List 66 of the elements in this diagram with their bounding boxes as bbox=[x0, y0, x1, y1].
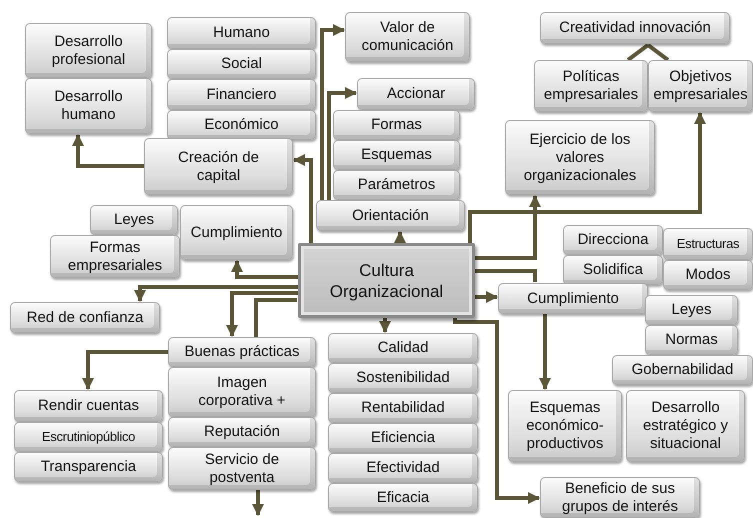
concept-box: Parámetros bbox=[333, 170, 460, 200]
arrow bbox=[320, 24, 345, 200]
concept-box: Esquemas bbox=[333, 140, 460, 170]
concept-box: Normas bbox=[645, 325, 738, 355]
concept-box: Eficiencia bbox=[328, 423, 478, 453]
arrow bbox=[539, 314, 551, 390]
arrow bbox=[468, 112, 706, 243]
concept-box: Rentabilidad bbox=[328, 393, 478, 423]
connector-line bbox=[626, 43, 650, 62]
concept-box: Imagen corporativa + bbox=[168, 367, 316, 417]
concept-box: Eficacia bbox=[328, 483, 478, 512]
arrow bbox=[475, 291, 498, 303]
concept-box: Leyes bbox=[90, 205, 178, 235]
arrow bbox=[379, 318, 391, 333]
arrow bbox=[82, 350, 168, 390]
concept-box: Red de confianza bbox=[10, 302, 160, 333]
concept-box: Financiero bbox=[167, 79, 316, 110]
concept-box: Desarrollo profesional bbox=[25, 23, 152, 78]
connector-line bbox=[475, 269, 537, 282]
connector-line bbox=[254, 298, 297, 337]
arrow bbox=[453, 318, 540, 504]
concept-box: Direcciona bbox=[563, 225, 663, 255]
concept-box: Solidifica bbox=[563, 255, 663, 285]
concept-box: Cumplimiento bbox=[498, 283, 648, 314]
concept-box: Creatividad innovación bbox=[540, 12, 730, 44]
concept-box: Formas bbox=[333, 110, 460, 140]
concept-box: Esquemas económico-productivos bbox=[508, 390, 622, 462]
concept-box: Reputación bbox=[168, 417, 316, 447]
concept-box: Humano bbox=[167, 17, 316, 49]
concept-box: Modos bbox=[663, 260, 753, 290]
concept-box: Efectividad bbox=[328, 453, 478, 483]
concept-box: Transparencia bbox=[14, 452, 163, 482]
concept-box: Social bbox=[167, 49, 316, 79]
concept-box: Desarrollo humano bbox=[25, 78, 152, 134]
concept-box: Orientación bbox=[316, 200, 465, 231]
arrow bbox=[293, 154, 313, 243]
concept-box: Sostenibilidad bbox=[328, 363, 478, 393]
arrow bbox=[327, 87, 357, 200]
arrow bbox=[134, 285, 298, 302]
arrow bbox=[252, 490, 264, 516]
concept-box: Rendir cuentas bbox=[14, 390, 163, 422]
concept-box: Objetivos empresariales bbox=[648, 60, 753, 112]
concept-box: Beneficio de sus grupos de interés bbox=[540, 477, 700, 518]
arrow bbox=[394, 231, 406, 243]
concept-box: Económico bbox=[167, 110, 316, 140]
concept-box: Accionar bbox=[357, 78, 475, 110]
concept-box: Creación de capital bbox=[144, 138, 293, 195]
concept-box: Valor de comunicación bbox=[345, 12, 470, 62]
concept-box: Ejercicio de los valores organizacionales bbox=[505, 120, 655, 195]
arrow bbox=[226, 291, 298, 337]
concept-box: Leyes bbox=[645, 295, 738, 325]
arrow bbox=[475, 195, 541, 260]
concept-box: Cumplimiento bbox=[180, 205, 293, 260]
arrow bbox=[231, 260, 298, 279]
concept-box: Servicio de postventa bbox=[168, 447, 316, 490]
central-concept-box: Cultura Organizacional bbox=[298, 243, 475, 318]
concept-box: Buenas prácticas bbox=[168, 337, 316, 367]
concept-box: Desarrollo estratégico y situacional bbox=[626, 390, 745, 462]
connector-line bbox=[646, 43, 670, 62]
concept-box: Gobernabilidad bbox=[612, 355, 753, 385]
concept-box: Políticas empresariales bbox=[534, 60, 648, 112]
concept-box: Formas empresariales bbox=[50, 235, 180, 278]
concept-box: Escrutiniopúblico bbox=[14, 422, 163, 452]
arrow bbox=[72, 134, 144, 168]
concept-box: Calidad bbox=[328, 333, 478, 363]
concept-box: Estructuras bbox=[663, 228, 753, 260]
